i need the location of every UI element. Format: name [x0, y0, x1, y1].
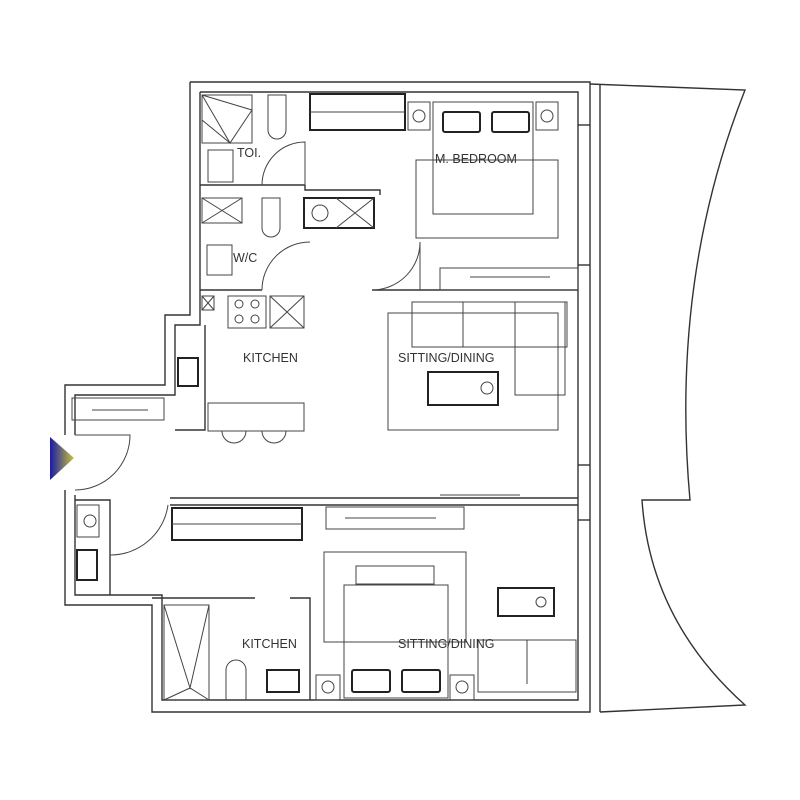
doors[interactable] — [74, 141, 421, 556]
washer-icon — [76, 504, 100, 538]
balcony — [589, 83, 747, 713]
bed — [432, 101, 534, 215]
sink-icon — [207, 149, 234, 183]
island — [207, 402, 305, 432]
shower — [163, 604, 210, 701]
label-sitting-dining-lower: SITTING/DINING — [398, 637, 495, 651]
label-kitchen: KITCHEN — [243, 351, 298, 365]
bed — [343, 584, 449, 699]
entry-arrow-icon — [50, 437, 74, 480]
exterior-walls — [64, 81, 591, 713]
label-kitchen-lower: KITCHEN — [242, 637, 297, 651]
sink-icon — [266, 669, 300, 693]
toilet-icon — [261, 197, 281, 238]
rug — [323, 551, 467, 643]
sitting-area-furniture — [387, 301, 568, 496]
lower-unit-furniture — [76, 504, 577, 701]
label-sitting-dining: SITTING/DINING — [398, 351, 495, 365]
sink-icon — [206, 244, 233, 276]
stove-icon — [227, 295, 267, 329]
toilet-fixtures — [201, 94, 375, 276]
toilet-icon — [267, 94, 287, 140]
master-bedroom-furniture — [309, 93, 579, 291]
label-wc: W/C — [233, 251, 257, 265]
table — [427, 371, 499, 406]
sofa — [411, 301, 568, 348]
table — [497, 587, 555, 617]
washer-icon — [303, 197, 375, 229]
kitchen-furniture — [71, 295, 305, 444]
label-master-bedroom: M. BEDROOM — [435, 152, 517, 166]
rug — [415, 159, 559, 239]
sink-icon — [177, 357, 199, 387]
label-toilet: TOI. — [237, 146, 261, 160]
toilet-icon — [225, 659, 247, 700]
rug — [387, 312, 559, 431]
sink-icon — [76, 549, 98, 581]
